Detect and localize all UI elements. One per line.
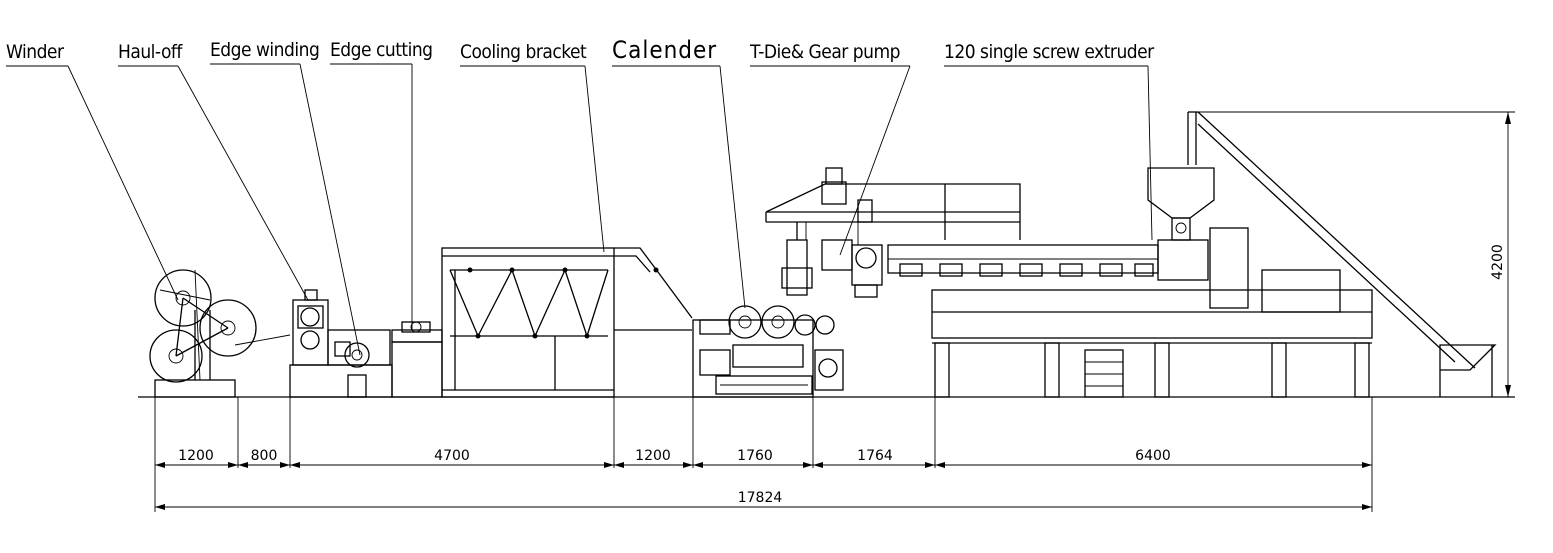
winder-machine [149,269,291,398]
label-extruder: 120 single screw extruder [944,41,1155,63]
height-dimension: 4200 [1198,111,1515,397]
label-edge-winding: Edge winding [210,39,319,61]
label-edge-cutting: Edge cutting [330,39,433,61]
label-calender: Calender [612,36,717,64]
dimension-tdie: 1764 [857,448,893,464]
dimension-haul-off: 800 [251,448,278,464]
label-winder: Winder [6,41,65,63]
hopper-loader [1187,111,1497,397]
dimension-height: 4200 [1490,244,1506,280]
dimension-cooling: 4700 [434,448,470,464]
label-cooling-bracket: Cooling bracket [460,41,587,63]
extruder-machine [887,167,1373,398]
label-haul-off: Haul-off [118,41,183,63]
dimension-total: 17824 [738,490,783,506]
leader-lines [67,63,1153,356]
component-labels: Winder Haul-off Edge winding Edge cuttin… [6,36,1156,67]
tdie-gear-pump [765,167,1021,298]
haul-off-machine [289,289,393,398]
dimension-extruder: 6400 [1135,448,1171,464]
edge-cutting-machine [391,321,443,398]
label-tdie-gear-pump: T-Die& Gear pump [749,41,900,63]
dimension-lines: 1200 800 4700 1200 1760 1764 6400 17824 [154,397,1373,512]
dimension-gap: 1200 [635,448,671,464]
dimension-winder: 1200 [178,448,214,464]
dimension-calender: 1760 [737,448,773,464]
calender-machine [692,305,844,398]
cooling-bracket [441,247,693,398]
